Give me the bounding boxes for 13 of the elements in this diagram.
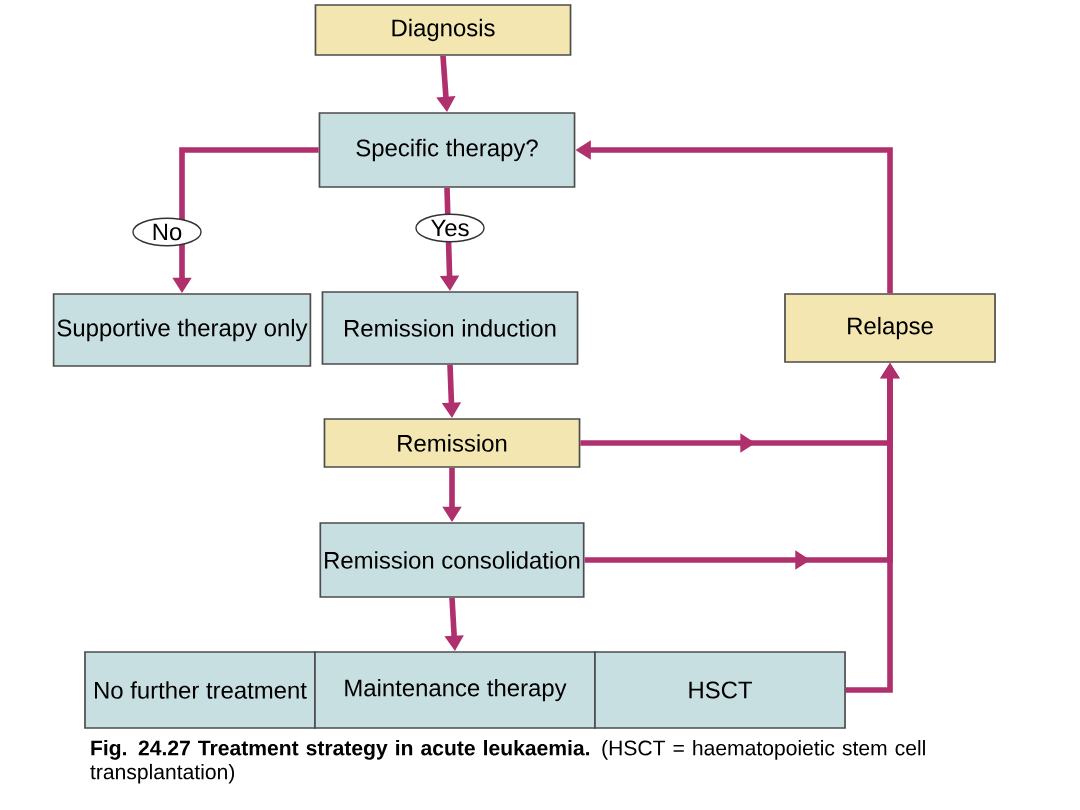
process-box: Remission induction bbox=[321, 291, 579, 365]
band-cell: HSCT bbox=[594, 651, 846, 729]
process-box: Remission bbox=[323, 418, 581, 468]
decision-box: Specific therapy? bbox=[318, 112, 576, 188]
band-cell: No further treatment bbox=[84, 651, 316, 729]
process-box: Relapse bbox=[784, 293, 996, 363]
edge-label: Yes bbox=[415, 213, 485, 243]
edge-label: No bbox=[132, 217, 202, 247]
process-box: Remission consolidation bbox=[319, 522, 585, 598]
process-box: Supportive therapy only bbox=[52, 293, 312, 367]
band-cell: Maintenance therapy bbox=[314, 651, 596, 729]
process-box: Diagnosis bbox=[314, 4, 572, 56]
caption: Fig. 24.27 Treatment strategy in acute leukaemia. (HSCT = haematopoietic stem cell transplantation) bbox=[90, 740, 925, 784]
